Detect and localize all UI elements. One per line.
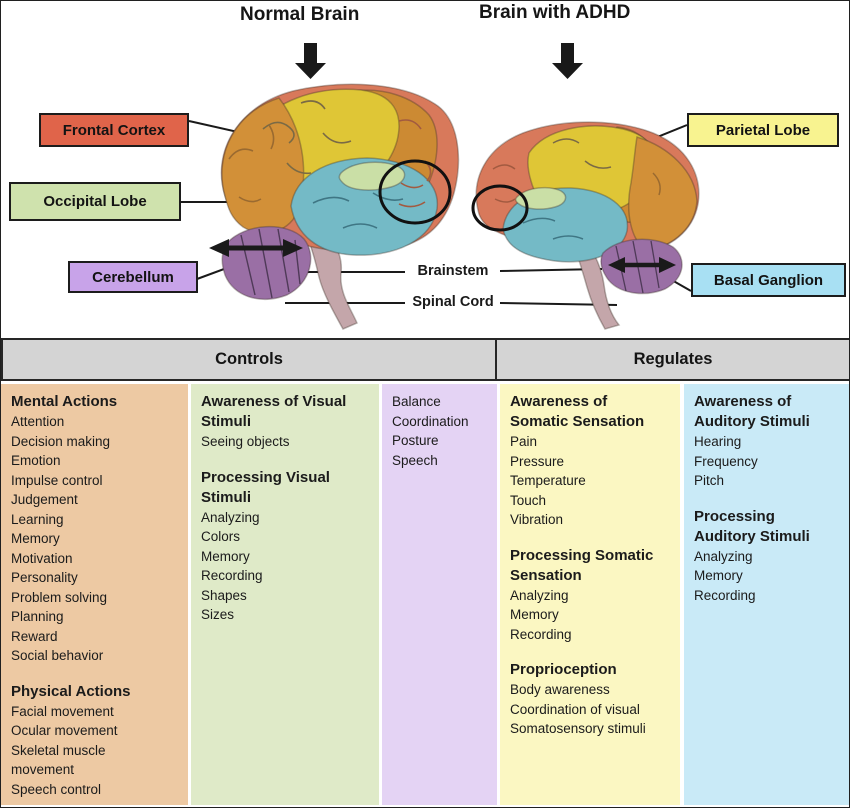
brain-illustration <box>181 43 700 330</box>
controls-header: Controls <box>3 340 497 379</box>
down-arrow-icon <box>552 43 583 79</box>
brain-diagram: Normal Brain Brain with ADHD Frontal Cor… <box>1 1 849 338</box>
list-item: Touch <box>510 492 547 508</box>
list-item: Impulse control <box>11 472 103 488</box>
list-item: Pressure <box>510 453 565 469</box>
list-item: Analyzing <box>510 587 569 603</box>
list-item: Pitch <box>694 473 725 488</box>
list-item: Social behavior <box>11 648 104 663</box>
frontal-cortex-callout: Frontal Cortex <box>39 113 189 147</box>
list-item: Memory <box>11 531 60 546</box>
list-item: Speech <box>392 452 438 468</box>
list-item: Analyzing <box>694 548 753 564</box>
occipital-lobe-callout: Occipital Lobe <box>9 182 181 221</box>
list-item: Analyzing <box>201 509 260 525</box>
table-header-row: Controls Regulates <box>1 338 849 381</box>
size-arrow-icon <box>209 239 303 257</box>
section-title: Processing Somatic Sensation <box>510 546 654 584</box>
section-title: Proprioception <box>510 661 617 678</box>
cerebellum-callout: Cerebellum <box>68 261 198 293</box>
regulates-header: Regulates <box>633 350 713 368</box>
list-item: Memory <box>694 568 743 583</box>
list-item: Memory <box>510 607 559 622</box>
adhd-brain-title: Brain with ADHD <box>479 2 631 23</box>
list-item: Motivation <box>11 550 73 566</box>
list-item: Balance <box>392 394 441 409</box>
normal-brain-title: Normal Brain <box>240 4 360 25</box>
down-arrow-icon <box>295 43 326 79</box>
highlight-circle-normal <box>378 159 452 225</box>
list-item: Facial movement <box>11 703 114 719</box>
section-title: Mental Actions <box>11 393 118 410</box>
list-item: Frequency <box>694 453 758 469</box>
list-item: Speech control <box>11 781 102 797</box>
list-item: Vibration <box>510 512 564 527</box>
brain-normal-illustration <box>220 83 460 330</box>
list-item: Reward <box>11 628 58 644</box>
parietal-lobe-callout: Parietal Lobe <box>687 113 839 147</box>
list-item: Seeing objects <box>201 434 290 449</box>
section-title: Awareness of Auditory Stimuli <box>694 393 810 430</box>
section-title: Physical Actions <box>11 682 131 700</box>
list-item: Attention <box>11 414 65 429</box>
list-item: Memory <box>201 548 250 564</box>
list-item: Coordination of visual <box>510 701 640 717</box>
list-item: Problem solving <box>11 589 108 605</box>
list-item: Colors <box>201 529 241 544</box>
list-item: Sizes <box>201 607 235 622</box>
brainstem-label: Brainstem <box>417 263 489 279</box>
list-item: Judgement <box>11 492 78 507</box>
list-item: Skeletal muscle movement <box>11 742 106 778</box>
spinal-cord-label: Spinal Cord <box>412 294 494 310</box>
size-arrow-icon <box>608 257 676 273</box>
list-item: Ocular movement <box>11 723 118 738</box>
section-title: Awareness of Somatic Sensation <box>510 393 645 430</box>
list-item: Hearing <box>694 434 742 449</box>
section-title: Processing Visual Stimuli <box>201 468 330 506</box>
list-item: Recording <box>510 626 572 642</box>
highlight-circle-adhd <box>471 184 529 232</box>
list-item: Somatosensory stimuli <box>510 721 646 736</box>
list-item: Shapes <box>201 587 247 603</box>
basal-ganglion-callout: Basal Ganglion <box>691 263 846 297</box>
list-item: Personality <box>11 570 78 585</box>
section-title: Awareness of Visual Stimuli <box>201 393 347 430</box>
list-item: Planning <box>11 609 64 624</box>
list-item: Posture <box>392 433 439 448</box>
list-item: Body awareness <box>510 682 610 697</box>
list-item: Recording <box>694 587 756 603</box>
brain-adhd-illustration <box>475 121 700 330</box>
list-item: Temperature <box>510 473 586 488</box>
list-item: Recording <box>201 568 263 583</box>
section-title: Processing Auditory Stimuli <box>694 507 810 545</box>
list-item: Decision making <box>11 433 111 449</box>
list-item: Pain <box>510 434 538 449</box>
list-item: Emotion <box>11 453 61 468</box>
list-item: Coordination <box>392 413 469 429</box>
list-item: Learning <box>11 511 64 527</box>
